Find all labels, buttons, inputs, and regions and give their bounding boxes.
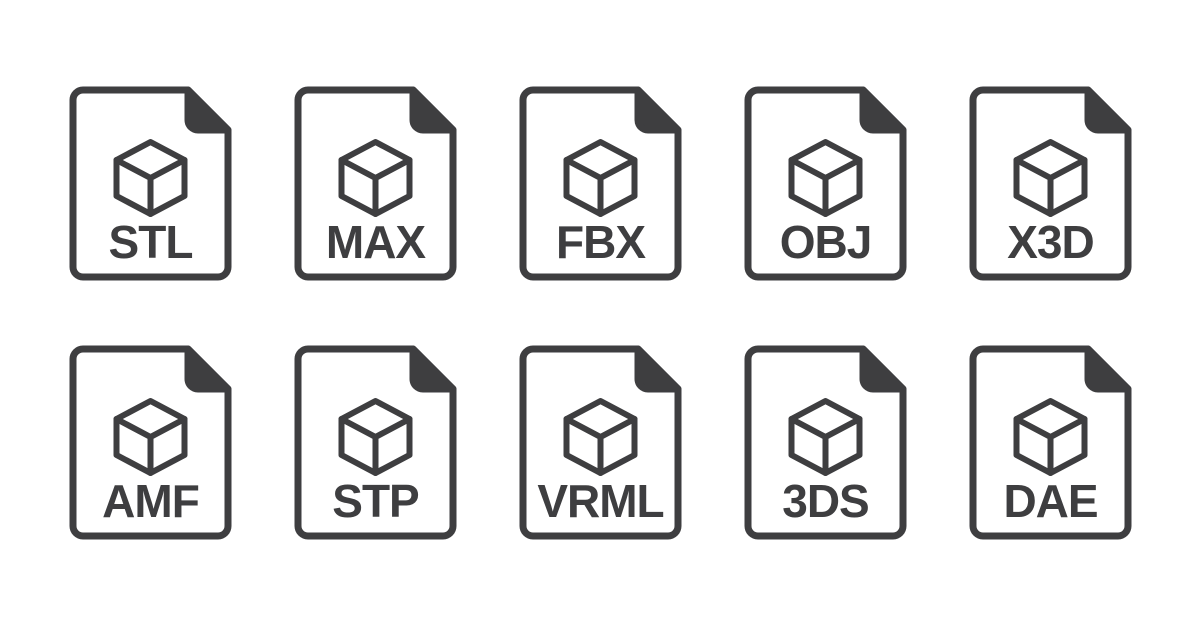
3d-cube-icon [563, 139, 638, 217]
file-format-tile-dae: DAE [969, 345, 1132, 540]
folded-corner-icon [409, 345, 457, 393]
document-file-icon [69, 86, 232, 281]
3d-cube-icon [1013, 139, 1088, 217]
file-format-label: FBX [556, 216, 646, 268]
folded-corner-icon [634, 345, 682, 393]
document-outline [69, 86, 232, 281]
file-format-tile-stl: STL [69, 86, 232, 281]
folded-corner-icon [409, 86, 457, 134]
file-format-tile-3ds: 3DS [744, 345, 907, 540]
document-file-icon [744, 345, 907, 540]
3d-cube-icon [113, 139, 188, 217]
file-format-tile-obj: OBJ [744, 86, 907, 281]
file-format-tile-max: MAX [294, 86, 457, 281]
folded-corner-icon [184, 86, 232, 134]
document-outline [969, 86, 1132, 281]
3d-cube-icon [788, 139, 863, 217]
icon-row-1: STL MAX FBX [69, 86, 1132, 281]
file-format-label: DAE [1003, 475, 1098, 527]
document-file-icon [744, 86, 907, 281]
file-format-tile-stp: STP [294, 345, 457, 540]
icon-row-2: AMF STP VRML [69, 345, 1132, 540]
document-file-icon [969, 345, 1132, 540]
document-file-icon [294, 86, 457, 281]
document-file-icon [519, 86, 682, 281]
document-outline [969, 345, 1132, 540]
folded-corner-icon [859, 345, 907, 393]
document-outline [519, 345, 682, 540]
document-file-icon [969, 86, 1132, 281]
document-outline [519, 86, 682, 281]
3d-cube-icon [788, 398, 863, 476]
document-file-icon [519, 345, 682, 540]
file-format-tile-x3d: X3D [969, 86, 1132, 281]
file-format-label: STP [332, 475, 419, 527]
document-file-icon [294, 345, 457, 540]
file-format-label: MAX [325, 216, 426, 268]
document-outline [69, 345, 232, 540]
folded-corner-icon [1084, 86, 1132, 134]
folded-corner-icon [184, 345, 232, 393]
document-outline [294, 345, 457, 540]
file-format-label: AMF [102, 475, 200, 527]
document-file-icon [69, 345, 232, 540]
file-format-label: VRML [537, 475, 664, 527]
folded-corner-icon [634, 86, 682, 134]
3d-cube-icon [563, 398, 638, 476]
document-outline [744, 86, 907, 281]
file-format-label: STL [108, 216, 194, 268]
folded-corner-icon [1084, 345, 1132, 393]
file-format-label: X3D [1007, 216, 1094, 268]
file-format-label: 3DS [782, 475, 869, 527]
file-format-tile-amf: AMF [69, 345, 232, 540]
file-format-label: OBJ [779, 216, 873, 268]
document-outline [744, 345, 907, 540]
file-format-tile-fbx: FBX [519, 86, 682, 281]
folded-corner-icon [859, 86, 907, 134]
3d-cube-icon [338, 139, 413, 217]
file-format-tile-vrml: VRML [519, 345, 682, 540]
document-outline [294, 86, 457, 281]
3d-cube-icon [1013, 398, 1088, 476]
3d-cube-icon [338, 398, 413, 476]
3d-cube-icon [113, 398, 188, 476]
